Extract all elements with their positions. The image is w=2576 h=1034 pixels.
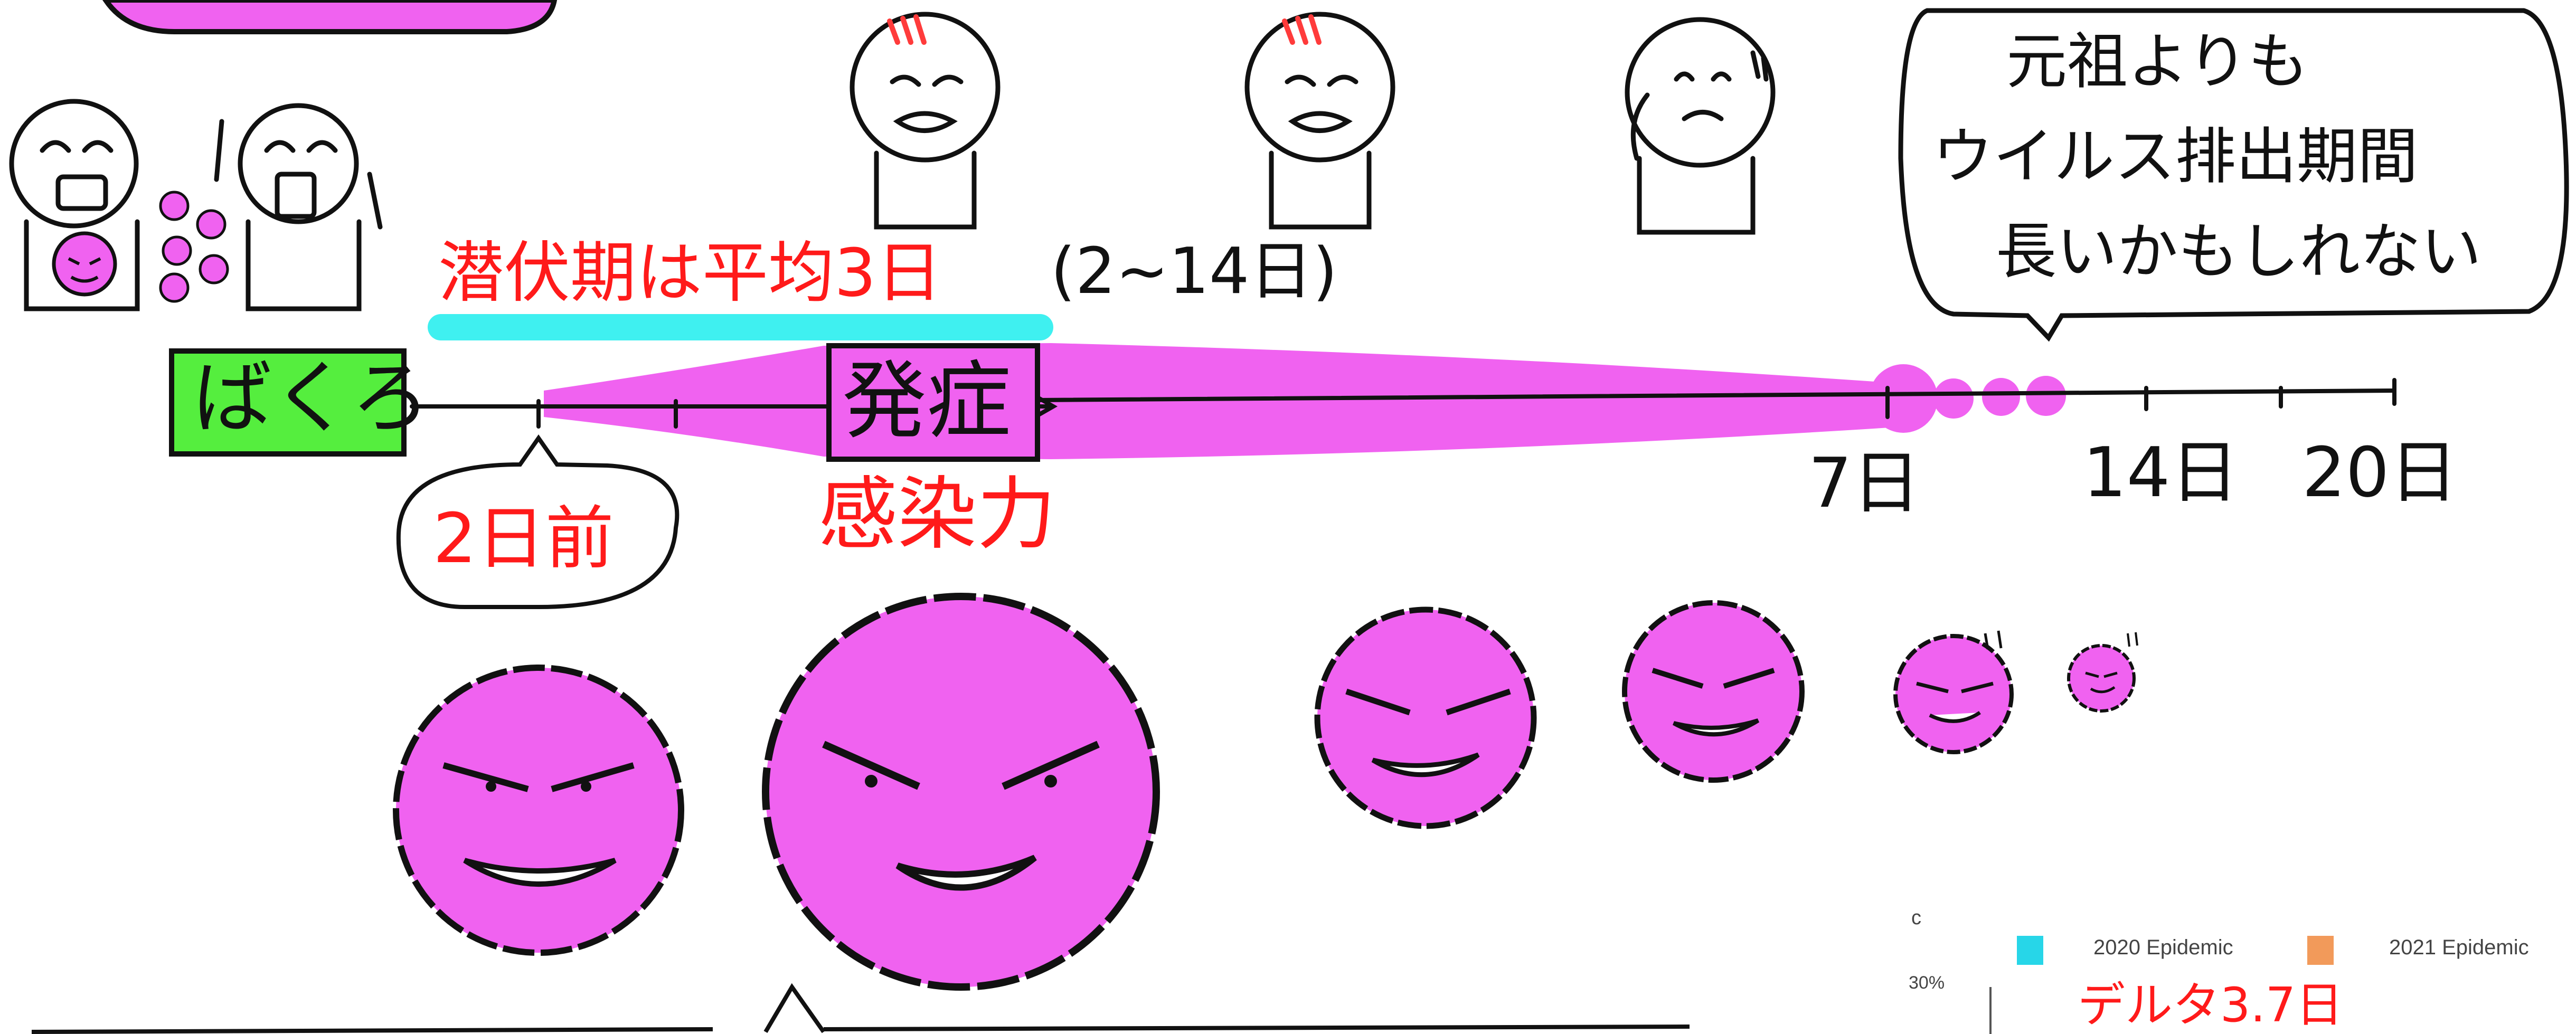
- small-virus-cluster: [52, 191, 229, 303]
- contagious-start-callout: [396, 434, 680, 609]
- virus-icon: [1314, 606, 1537, 829]
- legend-swatch-2020: [2017, 936, 2043, 965]
- onset-box: [826, 343, 1040, 462]
- bubble-line-3: 長いかもしれない: [1996, 216, 2482, 287]
- worried-person-icon: [1625, 17, 1776, 235]
- exposure-box: [169, 348, 407, 457]
- incubation-highlight: [428, 314, 1053, 340]
- legend-label-2020: 2020 Epidemic: [2093, 936, 2233, 959]
- bubble-line-1: 元祖よりも: [2006, 26, 2309, 97]
- virus-icon: [1893, 630, 2014, 754]
- speech-bubble: [1898, 8, 2569, 342]
- sick-person-icon: [850, 12, 1001, 230]
- virus-icon: [2067, 632, 2138, 713]
- tick-label-20: 20日: [2302, 432, 2458, 513]
- delta-annotation: デルタ3.7日: [2078, 978, 2344, 1033]
- tick-label-14: 14日: [2083, 432, 2239, 513]
- incubation-text: 潜伏期は平均3日: [438, 235, 942, 311]
- header-tab-fragment: [102, 0, 558, 34]
- bubble-line-2: ウイルス排出期間: [1932, 121, 2419, 192]
- virus-icon: [762, 593, 1160, 991]
- person-head-right: [238, 103, 359, 224]
- person-head-left: [9, 99, 139, 229]
- virus-icon: [393, 665, 684, 956]
- infectiousness-label: 感染力: [818, 469, 1056, 561]
- inset-chart-fragment: [1989, 936, 2334, 1034]
- legend-swatch-2021: [2307, 936, 2334, 965]
- inset-tick-label: 30%: [1909, 973, 1945, 993]
- sick-person-icon: [1244, 12, 1395, 230]
- onset-label: 発症: [842, 352, 1012, 450]
- contagious-start-label: 2日前: [433, 498, 614, 578]
- virus-icon: [1622, 600, 1805, 783]
- bottom-bracket-line: [31, 983, 1690, 1034]
- legend-label-2021: 2021 Epidemic: [2389, 936, 2529, 959]
- incubation-range: (2~14日): [1051, 235, 1338, 308]
- inset-corner-letter: c: [1911, 907, 1921, 929]
- tick-label-7: 7日: [1808, 443, 1921, 523]
- exposure-label: ばくろ: [193, 353, 431, 444]
- infectiousness-band: [544, 343, 2066, 459]
- people-gathering-illustration: [9, 99, 383, 311]
